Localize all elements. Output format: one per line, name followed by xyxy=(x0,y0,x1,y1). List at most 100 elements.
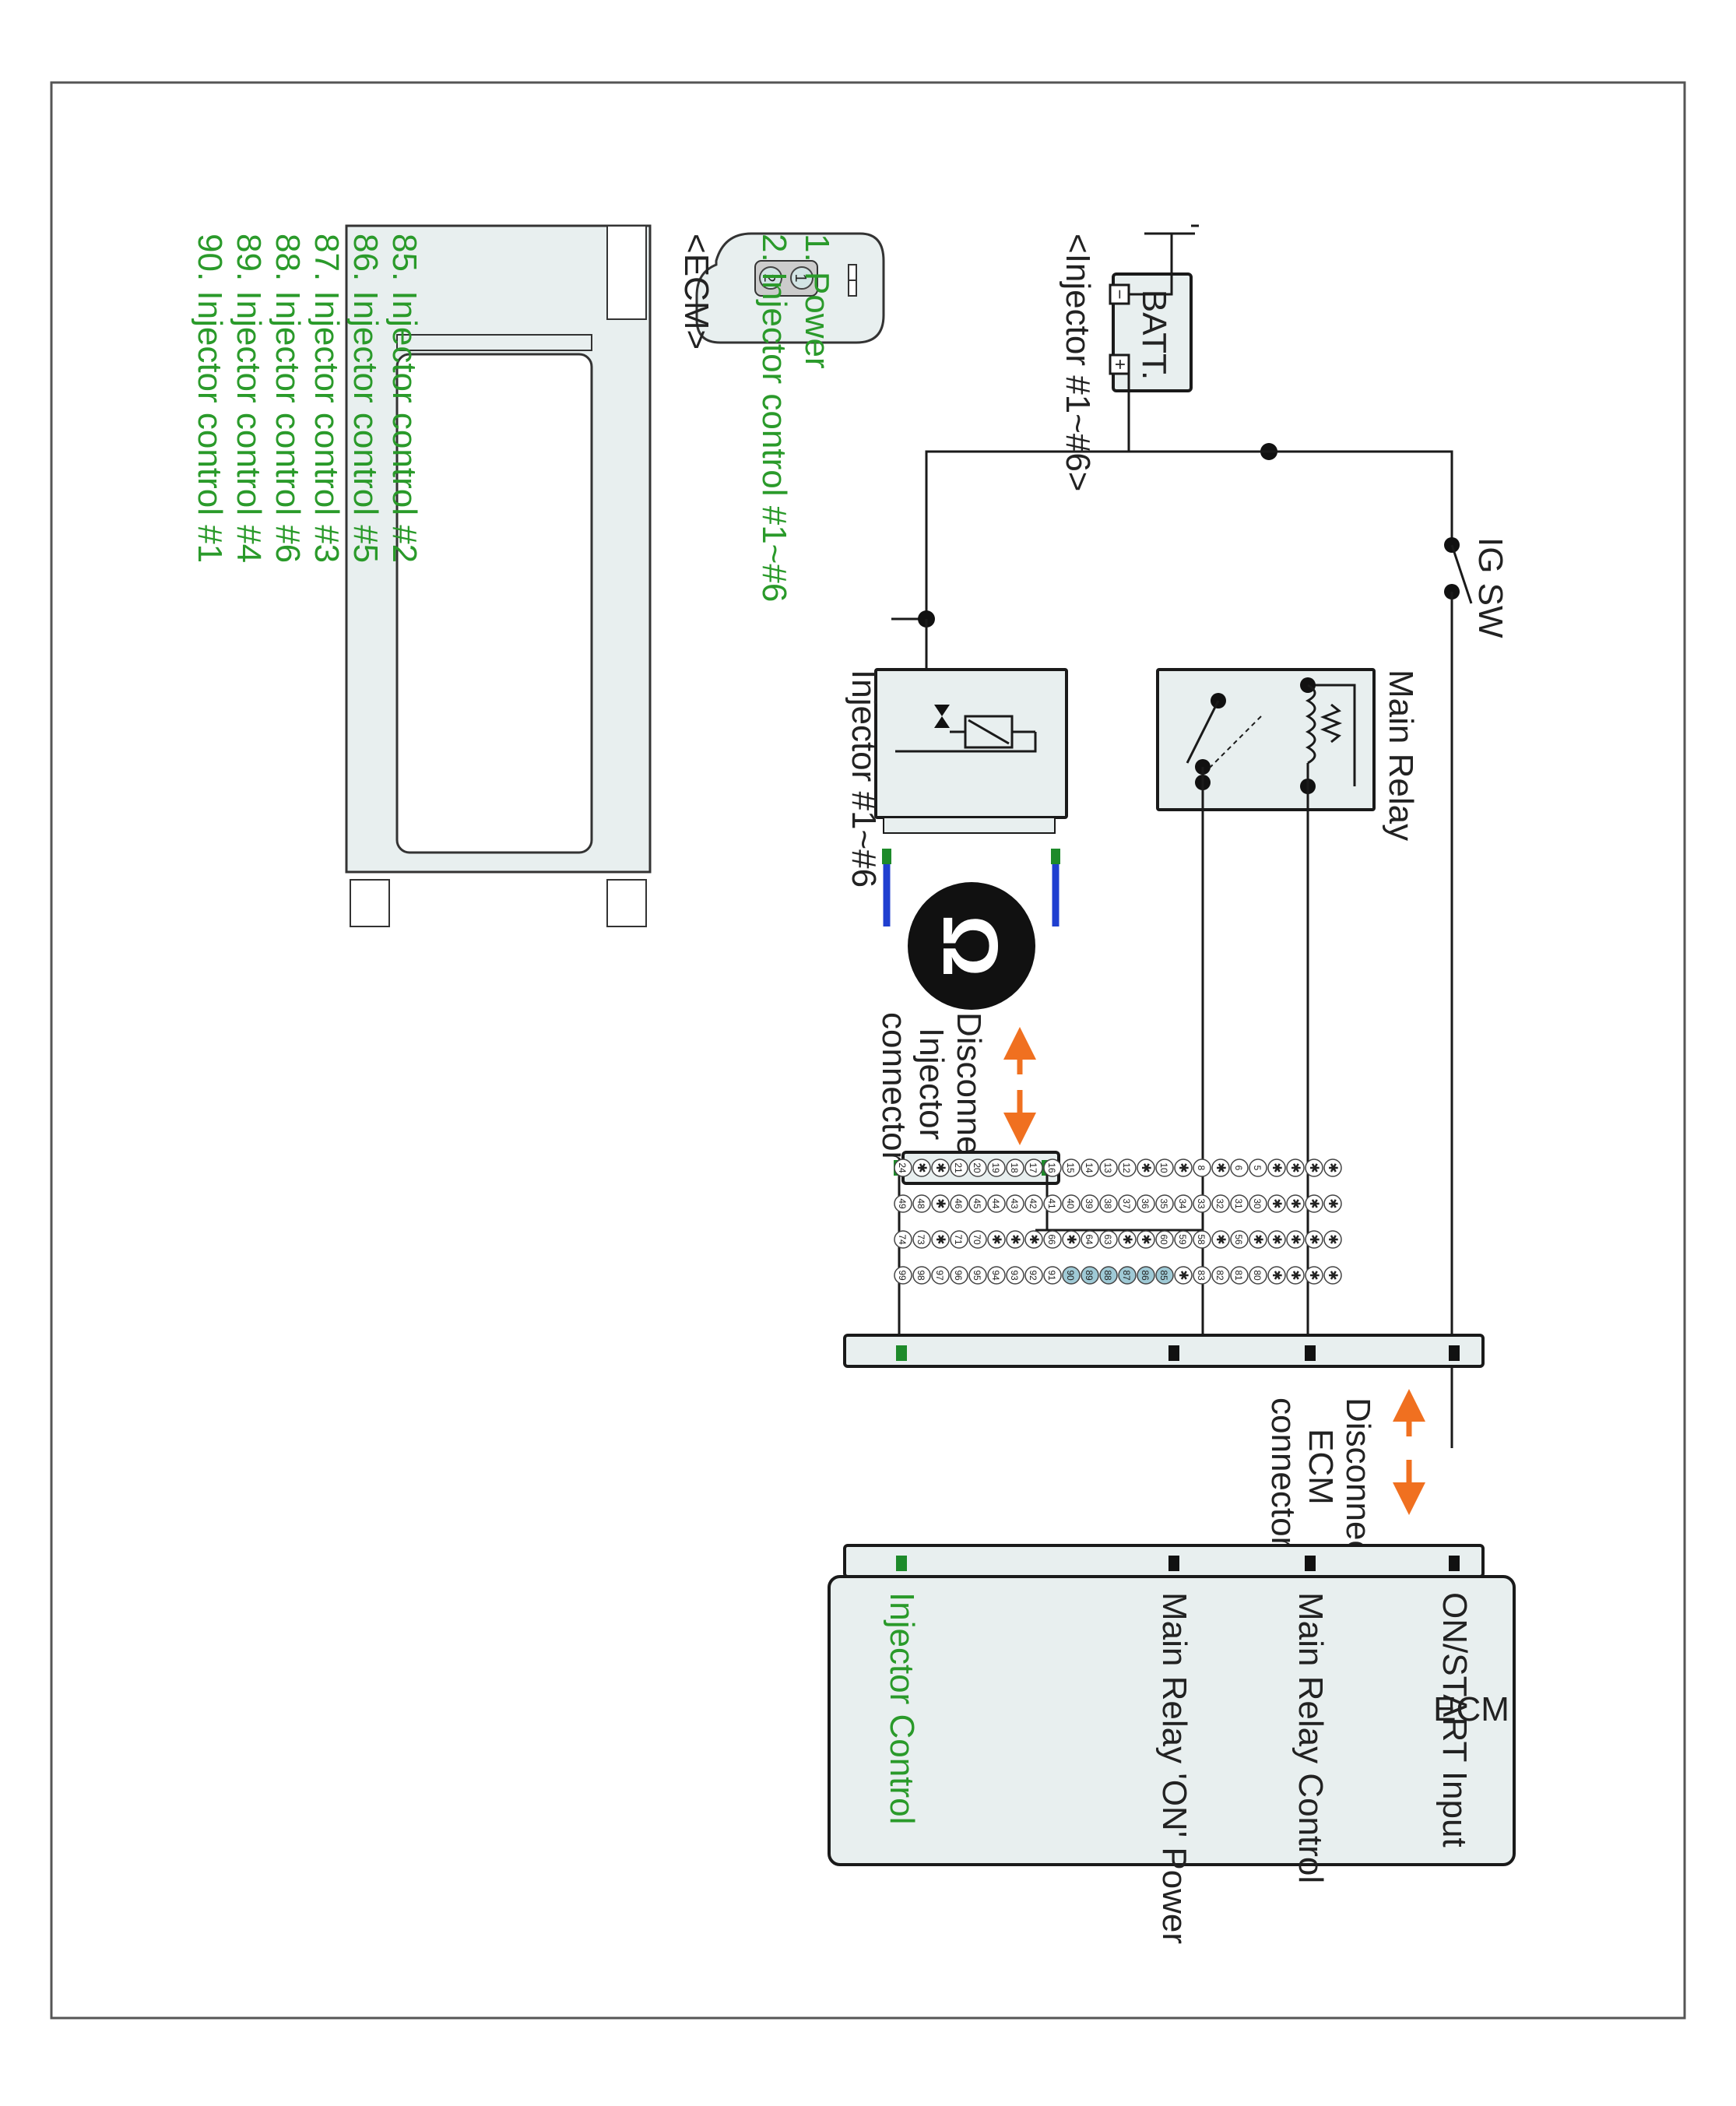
ecm-pin-label: 17 xyxy=(1028,1162,1038,1173)
ecm-pin-label: ✱ xyxy=(1288,1270,1302,1280)
ecm-pin xyxy=(1174,1158,1193,1177)
ecm-pin-label: 16 xyxy=(1046,1162,1057,1173)
ecm-pin-label: ✱ xyxy=(1270,1198,1283,1208)
ecm-pin-label: ✱ xyxy=(1064,1234,1077,1244)
ecm-pin xyxy=(1174,1194,1193,1213)
ecm-pin xyxy=(1211,1158,1230,1177)
ecm-connector-title: <ECM> xyxy=(677,234,715,350)
ecm-pin-label: ✱ xyxy=(1008,1234,1021,1244)
ecm-pin-label: 48 xyxy=(915,1198,926,1209)
ecm-pin xyxy=(1062,1230,1081,1249)
ecm-pin-label: 98 xyxy=(915,1270,926,1281)
ecm-pin xyxy=(1305,1266,1323,1285)
ecm-pin-label: 99 xyxy=(897,1270,908,1281)
battery-minus-sign: − xyxy=(1110,290,1130,300)
ecm-pin xyxy=(968,1194,987,1213)
ecm-terminal-relay-control: Main Relay Control xyxy=(1291,1592,1330,1883)
ecm-pin-label: 58 xyxy=(1196,1234,1207,1245)
ecm-pin xyxy=(912,1158,931,1177)
ecm-pin xyxy=(894,1230,912,1249)
ecm-pin xyxy=(1193,1194,1211,1213)
ecm-pin xyxy=(1193,1230,1211,1249)
ecm-pin xyxy=(1081,1158,1099,1177)
ecm-pin xyxy=(894,1266,912,1285)
ground-symbol xyxy=(1129,224,1199,296)
ecm-pin xyxy=(1305,1230,1323,1249)
ecm-pin xyxy=(1286,1266,1305,1285)
ig-switch-label: IG SW xyxy=(1471,537,1509,638)
ecm-pin xyxy=(912,1266,931,1285)
ecm-pin xyxy=(1155,1194,1174,1213)
injector-connector-title: <Injector #1~#6> xyxy=(1059,234,1097,491)
ecm-disconnect-line1: Disconnect xyxy=(1339,1398,1377,1567)
ecm-pin xyxy=(1118,1230,1137,1249)
ecm-pin xyxy=(1081,1230,1099,1249)
ecm-pin-label: 90 xyxy=(1065,1270,1076,1281)
ecm-pin-label: ✱ xyxy=(1214,1234,1227,1244)
ecm-pin-label: 14 xyxy=(1084,1162,1095,1173)
ecm-pin-label: ✱ xyxy=(933,1198,947,1208)
ecm-pin-label: ✱ xyxy=(933,1162,947,1173)
battery-label: BATT. xyxy=(1135,290,1173,381)
ecm-pin xyxy=(1323,1230,1342,1249)
ecm-pin-label: 80 xyxy=(1252,1270,1263,1281)
ecm-pin-label: 95 xyxy=(972,1270,982,1281)
ecm-pin xyxy=(1043,1194,1062,1213)
ecm-pin xyxy=(1062,1158,1081,1177)
ecm-pin-label: ✱ xyxy=(1027,1234,1040,1244)
ecm-pin xyxy=(912,1230,931,1249)
ecm-pin xyxy=(1267,1230,1286,1249)
ecm-pin-label: 13 xyxy=(1102,1162,1113,1173)
ecm-pin-label: 15 xyxy=(1065,1162,1076,1173)
ecm-pin-label: 34 xyxy=(1177,1198,1188,1209)
injector-disconnect-line2: Injector xyxy=(912,1028,951,1140)
ecm-pin xyxy=(1137,1266,1155,1285)
ecm-pin xyxy=(1323,1266,1342,1285)
ecm-pin-label: 93 xyxy=(1009,1270,1020,1281)
ecm-pin xyxy=(1211,1194,1230,1213)
ecm-pin-label: ✱ xyxy=(1307,1270,1320,1280)
ecm-pin-label: 85 xyxy=(1158,1270,1169,1281)
ecm-pin-label: 74 xyxy=(897,1234,908,1245)
ecm-pin xyxy=(968,1158,987,1177)
ecm-pin xyxy=(1024,1230,1043,1249)
ecm-pin xyxy=(1081,1266,1099,1285)
ecm-pin-label: 66 xyxy=(1046,1234,1057,1245)
ecm-pin xyxy=(950,1194,968,1213)
ecm-pin xyxy=(1267,1158,1286,1177)
ecm-pin-label: 38 xyxy=(1102,1198,1113,1209)
ecm-pin-label: ✱ xyxy=(1270,1162,1283,1173)
ecm-pin-label: ✱ xyxy=(1139,1162,1152,1173)
injector-pin-2: 2 xyxy=(761,273,778,282)
ecm-pin-label: 70 xyxy=(972,1234,982,1245)
ecm-pin xyxy=(1267,1194,1286,1213)
injector-1-6: Injector #1~#6 xyxy=(845,668,1068,888)
ecm-pin-label: 12 xyxy=(1121,1162,1132,1173)
ecm-pin xyxy=(1006,1194,1024,1213)
ecm-pin xyxy=(968,1266,987,1285)
ecm-pin xyxy=(894,1158,912,1177)
ecm-pin-label: 87 xyxy=(1121,1270,1132,1281)
ecm-pin xyxy=(1249,1158,1267,1177)
ecm-pin-label: 5 xyxy=(1252,1166,1263,1171)
ecm-pin xyxy=(1024,1158,1043,1177)
ecm-pin xyxy=(950,1266,968,1285)
ecm-pin xyxy=(931,1158,950,1177)
ecm-pin-label: 10 xyxy=(1158,1162,1169,1173)
main-relay-label: Main Relay xyxy=(1382,670,1420,841)
battery-plus-sign: + xyxy=(1109,359,1130,370)
ecm-pin-label: 6 xyxy=(1233,1166,1244,1171)
ecm-pin-label: ✱ xyxy=(1214,1162,1227,1173)
ecm-pin-label: 96 xyxy=(953,1270,964,1281)
ecm-pin-label: 73 xyxy=(915,1234,926,1245)
ecm-pin-label: 91 xyxy=(1046,1270,1057,1281)
ecm-pin-label: ✱ xyxy=(1288,1234,1302,1244)
ecm-pin-label: 30 xyxy=(1252,1198,1263,1209)
ecm-pin-label: ✱ xyxy=(1251,1234,1264,1244)
ecm-pin xyxy=(1137,1230,1155,1249)
ecm-pin-label: 39 xyxy=(1084,1198,1095,1209)
ecm-pin-label: ✱ xyxy=(1307,1198,1320,1208)
ecm-pin xyxy=(1099,1230,1118,1249)
